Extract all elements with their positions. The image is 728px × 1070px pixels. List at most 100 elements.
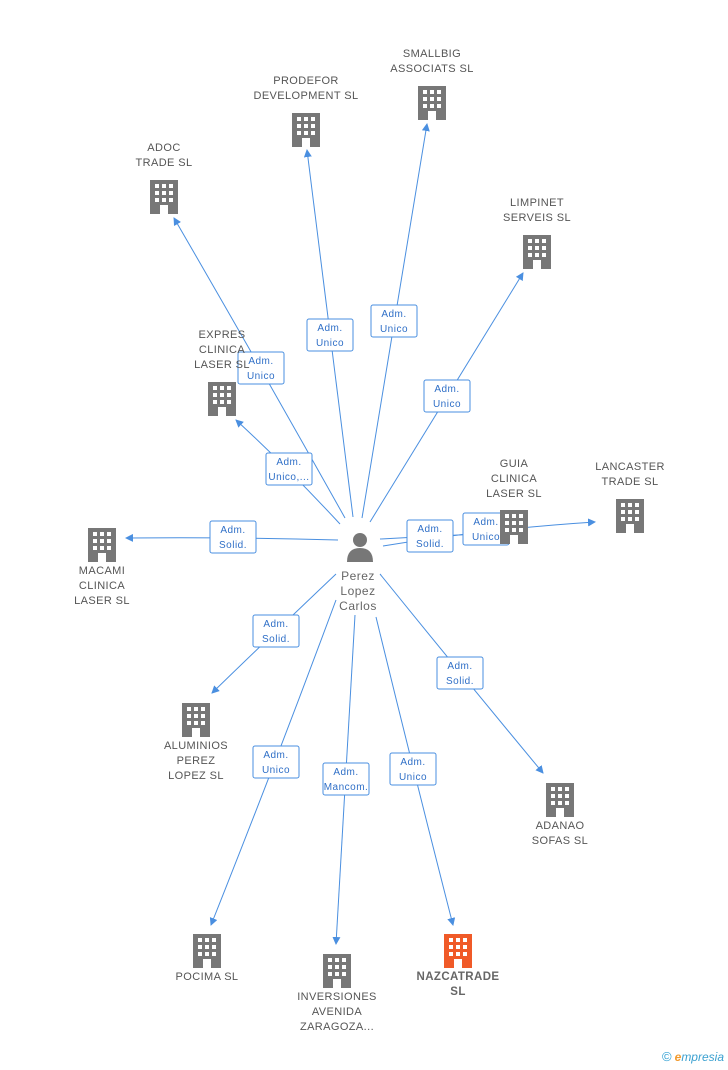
brand-footer: ©empresia xyxy=(662,1049,724,1064)
company-label[interactable]: PEREZ xyxy=(177,755,216,767)
role-text: Adm. xyxy=(447,661,472,672)
company-node-macami[interactable]: MACAMI CLINICA LASER SL xyxy=(74,528,130,607)
role-badge-adoc[interactable]: Adm. Unico xyxy=(237,351,285,385)
company-label[interactable]: DEVELOPMENT SL xyxy=(253,90,358,102)
role-badge-macami[interactable]: Adm. Solid. xyxy=(209,520,257,554)
role-text: Adm. xyxy=(417,524,442,535)
company-label[interactable]: ADANAO xyxy=(536,820,585,832)
building-icon xyxy=(444,934,472,968)
building-icon xyxy=(500,510,528,544)
company-label[interactable]: SOFAS SL xyxy=(532,835,588,847)
role-badge-pocima[interactable]: Adm. Unico xyxy=(252,745,300,779)
role-badge-aluminios[interactable]: Adm. Solid. xyxy=(252,614,300,648)
role-badge-frame xyxy=(389,752,437,786)
role-text: Solid. xyxy=(446,676,474,687)
role-text: Adm. xyxy=(263,619,288,630)
company-label[interactable]: LASER SL xyxy=(74,595,130,607)
role-text: Mancom. xyxy=(324,782,369,793)
company-label[interactable]: SMALLBIG xyxy=(403,48,461,60)
company-label[interactable]: LIMPINET xyxy=(510,197,564,209)
company-label[interactable]: ADOC xyxy=(147,142,180,154)
role-badge-frame xyxy=(322,762,370,796)
role-text: Unico xyxy=(262,765,290,776)
role-badge-limpinet[interactable]: Adm.Unico xyxy=(423,379,471,413)
company-node-lancaster[interactable]: LANCASTER TRADE SL xyxy=(595,461,665,533)
role-text: Solid. xyxy=(219,540,247,551)
role-text: Unico xyxy=(433,399,461,410)
person-name[interactable]: Carlos xyxy=(339,599,377,613)
role-text: Unico xyxy=(247,371,275,382)
company-label[interactable]: AVENIDA xyxy=(312,1006,363,1018)
role-badge-smallbig[interactable]: Adm.Unico xyxy=(370,304,418,338)
role-badge-guia[interactable]: Adm. Solid. xyxy=(406,519,454,553)
person-name[interactable]: Lopez xyxy=(340,584,375,598)
company-label[interactable]: TRADE SL xyxy=(602,476,659,488)
company-label[interactable]: SERVEIS SL xyxy=(503,212,571,224)
person-name[interactable]: Perez xyxy=(341,569,375,583)
company-node-adoc[interactable]: ADOC TRADE SL xyxy=(136,142,193,214)
role-badge-nazcatrade[interactable]: Adm.Unico xyxy=(389,752,437,786)
company-label[interactable]: ASSOCIATS SL xyxy=(390,63,473,75)
company-node-prodefor[interactable]: PRODEFOR DEVELOPMENT SL xyxy=(253,75,358,147)
company-node-guia[interactable]: GUIA CLINICA LASER SL xyxy=(486,458,542,544)
company-node-inversiones[interactable]: INVERSIONES AVENIDA ZARAGOZA... xyxy=(297,954,377,1033)
role-badge-prodefor[interactable]: Adm. Unico xyxy=(306,318,354,352)
company-node-nazcatrade[interactable]: NAZCATRADE SL xyxy=(416,934,499,998)
company-label[interactable]: PRODEFOR xyxy=(273,75,339,87)
role-badge-frame xyxy=(436,656,484,690)
role-badge-expres[interactable]: Adm. Unico,... xyxy=(265,452,313,486)
company-node-adanao[interactable]: ADANAO SOFAS SL xyxy=(532,783,588,847)
role-badge-frame xyxy=(252,745,300,779)
role-text: Adm. xyxy=(220,525,245,536)
company-label[interactable]: SL xyxy=(450,986,466,998)
company-label[interactable]: LOPEZ SL xyxy=(168,770,224,782)
company-label[interactable]: ALUMINIOS xyxy=(164,740,228,752)
building-icon xyxy=(546,783,574,817)
role-badge-lancaster[interactable]: Adm.Unico xyxy=(462,512,510,546)
person-icon-head xyxy=(353,533,367,547)
role-text: Adm. xyxy=(473,517,498,528)
company-label[interactable]: LASER SL xyxy=(486,488,542,500)
company-label[interactable]: NAZCATRADE xyxy=(416,971,499,983)
company-node-limpinet[interactable]: LIMPINET SERVEIS SL xyxy=(503,197,571,269)
company-label[interactable]: TRADE SL xyxy=(136,157,193,169)
role-text: Adm. xyxy=(400,757,425,768)
company-node-pocima[interactable]: POCIMA SL xyxy=(176,934,239,983)
role-badge-frame xyxy=(265,452,313,486)
person-icon xyxy=(347,548,373,562)
role-badge-adanao[interactable]: Adm. Solid. xyxy=(436,656,484,690)
company-label[interactable]: CLINICA xyxy=(199,344,245,356)
company-node-expres[interactable]: EXPRES CLINICA LASER SL xyxy=(194,329,250,416)
company-node-aluminios[interactable]: ALUMINIOS PEREZ LOPEZ SL xyxy=(164,703,228,782)
company-label[interactable]: MACAMI xyxy=(79,565,125,577)
company-label[interactable]: GUIA xyxy=(500,458,529,470)
company-label[interactable]: INVERSIONES xyxy=(297,991,377,1003)
building-icon xyxy=(523,235,551,269)
role-text: Unico,... xyxy=(268,472,309,483)
role-text: Adm. xyxy=(333,767,358,778)
role-badge-frame xyxy=(237,351,285,385)
company-label[interactable]: CLINICA xyxy=(79,580,125,592)
role-text: Adm. xyxy=(381,309,406,320)
company-label[interactable]: ZARAGOZA... xyxy=(300,1021,374,1033)
company-node-smallbig[interactable]: SMALLBIG ASSOCIATS SL xyxy=(390,48,473,120)
building-icon xyxy=(193,934,221,968)
building-icon xyxy=(616,499,644,533)
company-label[interactable]: CLINICA xyxy=(491,473,537,485)
company-label[interactable]: EXPRES xyxy=(198,329,245,341)
building-icon xyxy=(292,113,320,147)
copyright-icon: © xyxy=(662,1049,672,1064)
role-text: Adm. xyxy=(263,750,288,761)
company-label[interactable]: LANCASTER xyxy=(595,461,665,473)
role-text: Adm. xyxy=(248,356,273,367)
brand-logo-text: mpresia xyxy=(681,1050,724,1064)
company-label[interactable]: POCIMA SL xyxy=(176,971,239,983)
role-badge-inversiones[interactable]: Adm. Mancom. xyxy=(322,762,370,796)
role-text: Adm. xyxy=(276,457,301,468)
role-text: Adm. xyxy=(317,323,342,334)
role-text: Solid. xyxy=(262,634,290,645)
company-label[interactable]: LASER SL xyxy=(194,359,250,371)
role-text: Solid. xyxy=(416,539,444,550)
role-text: Unico xyxy=(316,338,344,349)
